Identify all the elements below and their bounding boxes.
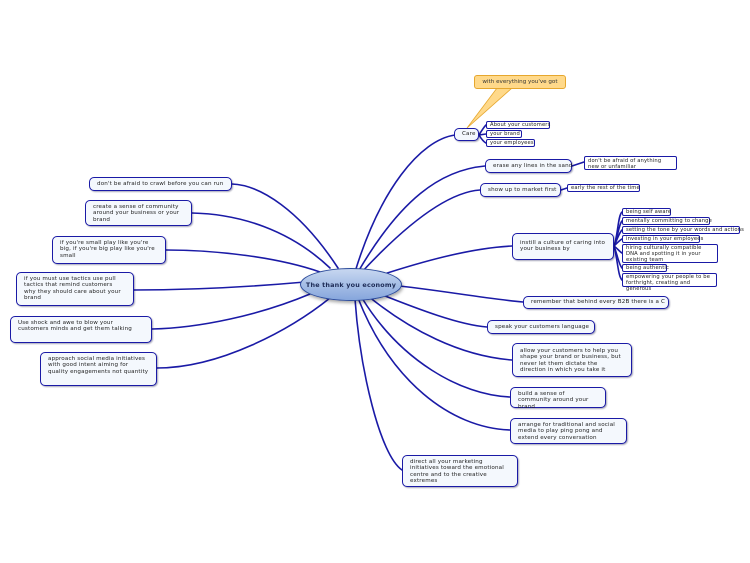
node-create-community[interactable]: create a sense of community around your … xyxy=(85,200,192,226)
branch-line-pull xyxy=(133,281,306,291)
sub-line-show-up xyxy=(560,187,568,191)
central-topic[interactable]: The thank you economy xyxy=(300,268,402,301)
node-show-up[interactable]: show up to market first xyxy=(480,183,561,197)
node-instill-hiring[interactable]: hiring culturally compatible DNA and spo… xyxy=(622,244,718,263)
node-instill-tone[interactable]: setting the tone by your words and actio… xyxy=(622,226,744,234)
node-erase-child[interactable]: don't be afraid of anything new or unfam… xyxy=(584,156,677,170)
branch-line-shock xyxy=(151,293,311,330)
node-instill-committing[interactable]: mentally committing to change xyxy=(622,217,712,225)
node-remember-b2b[interactable]: remember that behind every B2B there is … xyxy=(523,296,669,309)
sub-line-erase xyxy=(571,161,585,167)
branch-line-show-up xyxy=(359,189,481,275)
node-instill-authentic[interactable]: being authentic xyxy=(622,264,669,272)
node-small-play-big[interactable]: if you're small play like you're big, if… xyxy=(52,236,166,264)
branch-line-small xyxy=(165,249,321,273)
node-care-brand[interactable]: your brand xyxy=(486,130,522,138)
node-pull-tactics[interactable]: if you must use tactics use pull tactics… xyxy=(16,272,134,306)
callout-note: with everything you've got xyxy=(474,75,566,89)
node-direct-initiatives[interactable]: direct all your marketing initiatives to… xyxy=(402,455,518,487)
node-build-community[interactable]: build a sense of community around your b… xyxy=(510,387,606,410)
node-instill-investing[interactable]: investing in your employees xyxy=(622,235,703,243)
branch-line-approach xyxy=(156,297,331,369)
node-instill[interactable]: instill a culture of caring into your bu… xyxy=(512,233,614,260)
branch-line-instill xyxy=(371,245,513,279)
node-allow-customers[interactable]: allow your customers to help you shape y… xyxy=(512,343,632,377)
node-care-customers[interactable]: About your customers xyxy=(486,121,550,129)
node-erase-lines[interactable]: erase any lines in the sand xyxy=(485,159,572,173)
branch-line-build xyxy=(361,297,511,398)
node-arrange-media[interactable]: arrange for traditional and social media… xyxy=(510,418,627,444)
branch-line-crawl xyxy=(231,183,339,269)
node-show-up-child[interactable]: early the rest of the time xyxy=(567,184,640,192)
branch-line-erase xyxy=(357,165,486,273)
branch-line-community xyxy=(191,212,331,269)
node-approach-social[interactable]: approach social media initiatives with g… xyxy=(40,352,157,386)
branch-line-direct xyxy=(354,298,403,471)
node-shock-awe[interactable]: Use shock and awe to blow your customers… xyxy=(10,316,152,343)
branch-line-remember xyxy=(389,284,524,303)
node-crawl[interactable]: don't be afraid to crawl before you can … xyxy=(89,177,232,191)
node-instill-empowering[interactable]: empowering your people to be forthright,… xyxy=(622,273,717,292)
node-care-employees[interactable]: your employees xyxy=(486,139,535,147)
branch-line-speak xyxy=(374,291,488,328)
node-care[interactable]: Care xyxy=(454,128,479,141)
node-speak-language[interactable]: speak your customers language xyxy=(487,320,595,334)
node-instill-self-aware[interactable]: being self aware xyxy=(622,208,671,216)
branch-line-arrange xyxy=(357,297,511,431)
branch-line-allow xyxy=(367,295,513,361)
sub-line-care xyxy=(478,124,487,136)
branch-line-care xyxy=(354,134,456,273)
